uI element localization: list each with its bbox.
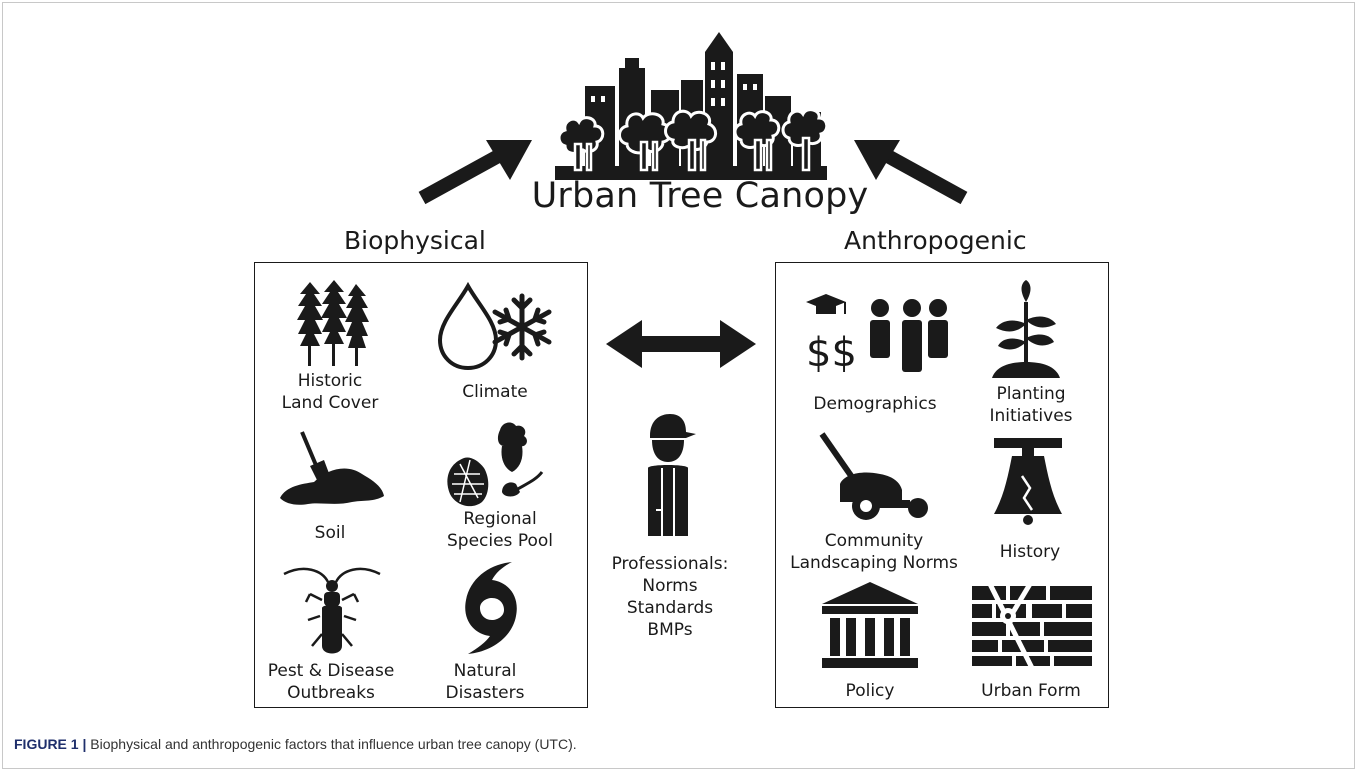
label-climate: Climate <box>462 382 528 402</box>
species-pinecone-acorn-icon <box>447 422 544 507</box>
label-regional-species-pool: Regional Species Pool <box>446 509 553 551</box>
caption-label: FIGURE 1 | <box>14 736 87 752</box>
anthropogenic-title: Anthropogenic <box>844 226 1027 255</box>
diagram-title: Urban Tree Canopy <box>531 176 869 216</box>
label-planting-initiatives: Planting Initiatives <box>989 384 1073 426</box>
demographics-people-icon: $$ <box>806 294 948 374</box>
climate-drop-snowflake-icon <box>437 282 552 371</box>
beetle-icon <box>283 567 381 654</box>
label-community-landscaping: Community Landscaping Norms <box>790 531 958 573</box>
label-historic-land-cover: Historic Land Cover <box>281 371 379 413</box>
government-building-icon <box>822 582 918 668</box>
liberty-bell-icon <box>994 438 1062 525</box>
dollar-signs-icon: $$ <box>806 330 857 374</box>
seedling-icon <box>992 280 1060 378</box>
double-arrow-icon <box>606 320 756 368</box>
biophysical-title: Biophysical <box>344 226 486 255</box>
label-natural-disasters: Natural Disasters <box>445 661 525 703</box>
caption-text: Biophysical and anthropogenic factors th… <box>86 736 577 752</box>
professional-worker-icon <box>648 414 696 536</box>
urban-form-map-icon <box>972 584 1092 668</box>
city-skyline-icon <box>555 32 827 180</box>
arrow-up-right-icon <box>418 140 532 205</box>
label-professionals: Professionals: Norms Standards BMPs <box>611 554 729 640</box>
soil-shovel-icon <box>280 431 384 505</box>
label-urban-form: Urban Form <box>981 681 1081 701</box>
arrow-up-left-icon <box>854 140 968 205</box>
label-policy: Policy <box>845 681 895 701</box>
forest-icon <box>297 280 369 366</box>
label-soil: Soil <box>314 523 346 543</box>
label-demographics: Demographics <box>813 394 937 414</box>
label-pest-disease: Pest & Disease Outbreaks <box>267 661 395 703</box>
figure-caption: FIGURE 1 | Biophysical and anthropogenic… <box>14 736 577 752</box>
hurricane-icon <box>465 562 517 654</box>
lawn-mower-icon <box>819 432 928 520</box>
label-history: History <box>999 542 1061 562</box>
